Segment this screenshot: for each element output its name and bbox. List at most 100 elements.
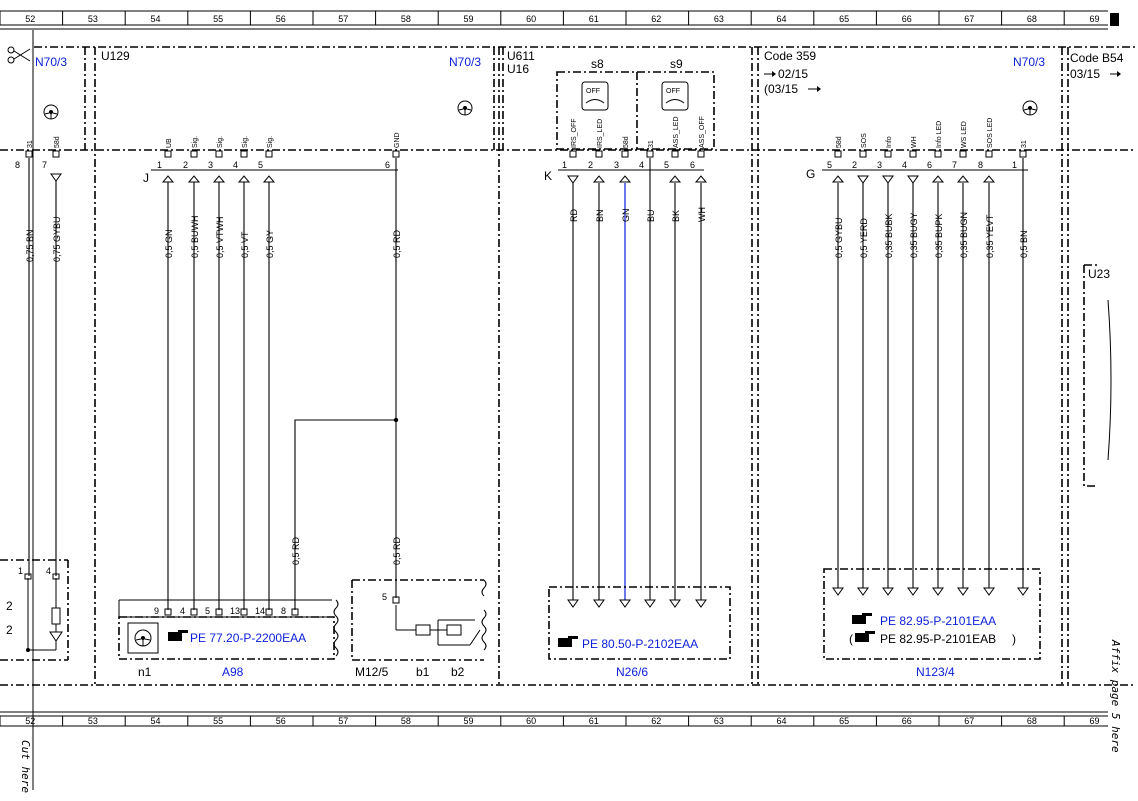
- ref-n123b[interactable]: PE 82.95-P-2101EAB: [880, 632, 996, 646]
- grid-label: 56: [276, 14, 286, 24]
- pin-terminal: [164, 608, 172, 616]
- pin-terminal: [859, 150, 867, 158]
- arrow-up-icon: [237, 175, 251, 183]
- pin-signal: WS LED: [961, 121, 968, 148]
- pin-number: 5: [205, 606, 210, 616]
- pin-terminal: [265, 150, 273, 158]
- arrow-up-icon: [831, 175, 845, 183]
- arrow-down-icon: [832, 587, 844, 596]
- left-module-ref: N70/3: [35, 55, 67, 69]
- ref-n26[interactable]: PE 80.50-P-2102EAA: [582, 637, 698, 651]
- cut-here-text: Cut here: [19, 740, 32, 793]
- arrow-down-icon: [567, 599, 579, 608]
- pin-signal: IRS_OFF: [571, 118, 578, 148]
- arrow-up-icon: [262, 175, 276, 183]
- wire-rd-lower-2: 0,5 RD: [392, 536, 402, 565]
- wire-rd-lower-1: 0,5 RD: [291, 536, 301, 565]
- grid-label: 68: [1027, 14, 1037, 24]
- pin-number: 14: [255, 606, 265, 616]
- pin-terminal: [25, 150, 33, 158]
- steering-wheel-icon: [457, 100, 473, 116]
- pin-signal: GND: [394, 132, 401, 148]
- affix-page-text: Affix page 5 here: [1109, 639, 1122, 753]
- pin-terminal: [934, 150, 942, 158]
- grid-label: 54: [151, 716, 161, 726]
- wire-label: 0,5 VT: [240, 231, 250, 258]
- ref-n123a[interactable]: PE 82.95-P-2101EAA: [880, 614, 996, 628]
- wire-label: 0,5 GYBU: [834, 217, 844, 258]
- pin-terminal: [959, 150, 967, 158]
- pin-terminal: [1019, 150, 1027, 158]
- pin-signal: ASS_OFF: [699, 116, 706, 148]
- grid-label: 54: [151, 14, 161, 24]
- grid-label: 58: [401, 14, 411, 24]
- arrow-down-icon: [932, 587, 944, 596]
- paren-close: ): [1012, 632, 1016, 646]
- arrow-down-icon: [695, 599, 707, 608]
- arrow-down-icon: [882, 587, 894, 596]
- wire-label: 0,5 GY: [265, 230, 275, 258]
- grid-label: 58: [401, 716, 411, 726]
- arrow-down-icon: [957, 587, 969, 596]
- grid-label: 60: [526, 14, 536, 24]
- switch-s8-label: s8: [591, 57, 604, 71]
- label-b2: b2: [451, 665, 465, 679]
- grid-label: 66: [902, 14, 912, 24]
- pin-signal: 58d: [623, 136, 630, 148]
- pin-signal: WH: [911, 136, 918, 148]
- grid-label: 67: [964, 716, 974, 726]
- pin-number: 4: [180, 606, 185, 616]
- pin-signal: 31: [27, 140, 34, 148]
- pin-signal: 31: [648, 140, 655, 148]
- arrow-down-icon: [857, 175, 869, 184]
- arrow-up-icon: [187, 175, 201, 183]
- n26-block: [548, 586, 731, 660]
- pin-number: 4: [639, 160, 644, 170]
- wire-label: BK: [671, 210, 681, 222]
- label-n123: N123/4: [916, 665, 955, 679]
- pin-number: 2: [183, 160, 188, 170]
- pin-number: 5: [258, 160, 263, 170]
- m12-pin: 5: [382, 592, 387, 602]
- pin-signal: 31: [1021, 140, 1028, 148]
- ass-off-switch-icon: OFF: [661, 81, 689, 111]
- pin-terminal: [215, 608, 223, 616]
- pin-terminal: [164, 150, 172, 158]
- label-a98: A98: [222, 665, 244, 679]
- grid-label: 61: [589, 14, 599, 24]
- wire-label: 0,5 GN: [164, 229, 174, 258]
- pin-number: 6: [385, 160, 390, 170]
- grid-label: 68: [1027, 716, 1037, 726]
- ref-a98[interactable]: PE 77.20-P-2200EAA: [190, 631, 306, 645]
- pin-number: 2: [588, 160, 593, 170]
- codeb54-title: Code B54: [1070, 51, 1124, 65]
- pin-signal: Info: [886, 136, 893, 148]
- pin-terminal: [569, 150, 577, 158]
- pin-number: 8: [15, 160, 20, 170]
- wire-label: 0,35 BUPK: [934, 213, 944, 258]
- grid-label: 65: [839, 14, 849, 24]
- grid-label: 55: [213, 716, 223, 726]
- left-label-b: 2: [6, 623, 13, 637]
- grid-label: 69: [1090, 716, 1100, 726]
- pin-signal: UB: [166, 138, 173, 148]
- pin-number: 5: [827, 160, 832, 170]
- arrow-down-icon: [593, 599, 605, 608]
- bottom-grid-ruler: [0, 711, 1108, 727]
- pin-signal: ASS_LED: [673, 116, 680, 148]
- grid-label: 64: [777, 14, 787, 24]
- svg-text:OFF: OFF: [586, 88, 600, 95]
- pin-number: 8: [281, 606, 286, 616]
- pin-number: 3: [208, 160, 213, 170]
- grid-label: 60: [526, 716, 536, 726]
- pin-signal: Sig.: [267, 136, 274, 148]
- arrow-down-icon: [907, 175, 919, 184]
- grid-label: 69: [1090, 14, 1100, 24]
- connector-k-pins: IRS_OFF1RDIRS_LED2BN58d3GN314BUASS_LED5B…: [562, 116, 708, 608]
- code359-line1: 02/15: [778, 67, 808, 81]
- left-label-a: 2: [6, 599, 13, 613]
